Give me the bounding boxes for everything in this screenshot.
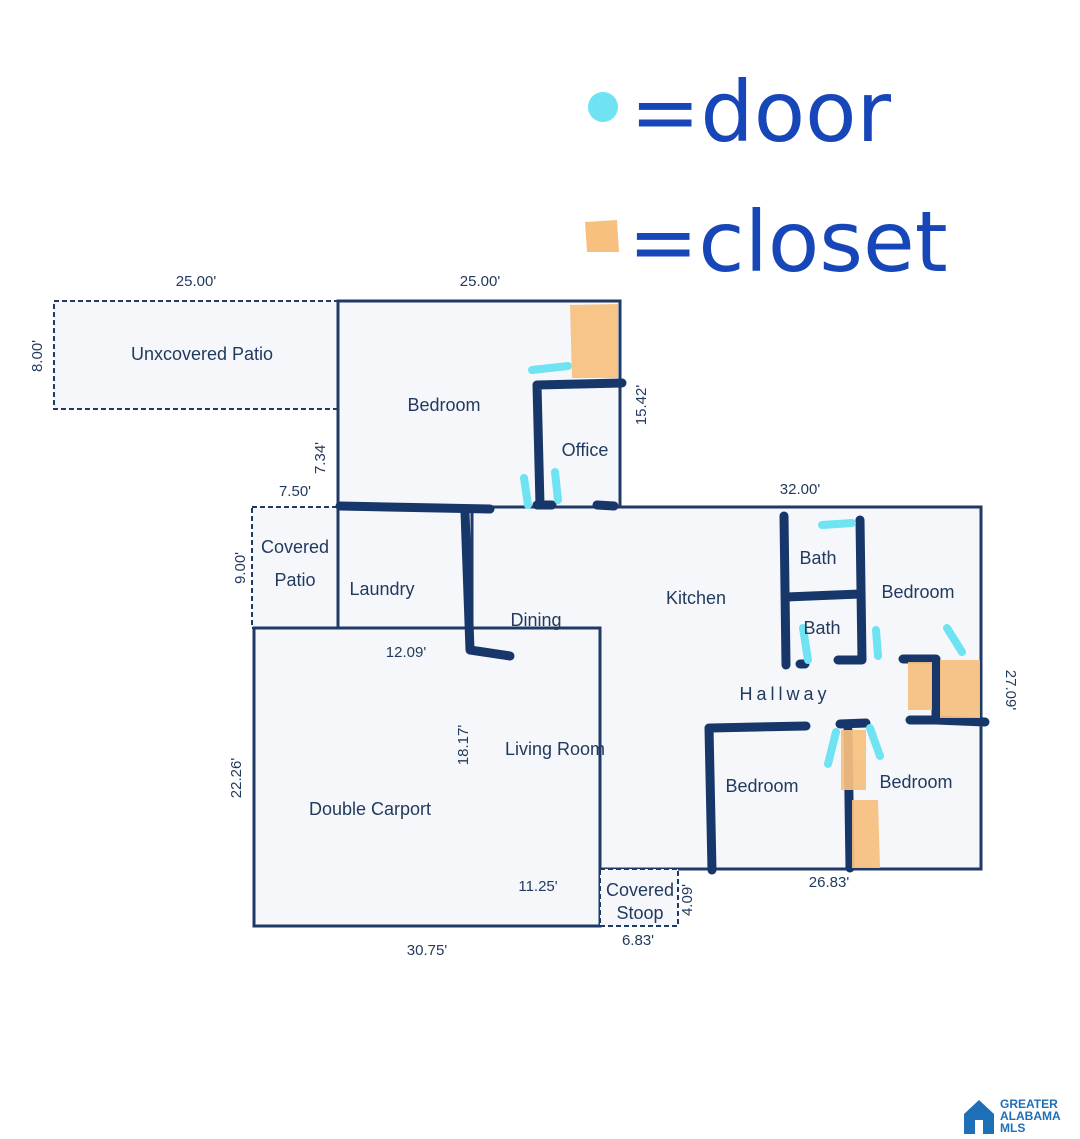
dim-carport-width: 30.75' xyxy=(407,942,448,959)
dim-bedroom-depth: 15.42' xyxy=(633,385,650,426)
door-icon xyxy=(943,624,966,656)
room-label-covered-patio-2: Patio xyxy=(274,570,315,590)
door-icon xyxy=(520,474,532,509)
room-label-bath-upper: Bath xyxy=(799,548,836,568)
dim-bedroom-width: 25.00' xyxy=(460,273,501,290)
door-icon xyxy=(799,624,812,664)
door-icon xyxy=(528,362,572,374)
closet-icon xyxy=(852,800,880,868)
closet-icon xyxy=(908,662,932,710)
dim-carport-depth: 22.26' xyxy=(228,758,245,799)
room-label-hallway: Hallway xyxy=(739,684,830,704)
dim-main-width: 32.00' xyxy=(780,481,821,498)
room-label-uncovered-patio: Unxcovered Patio xyxy=(131,344,273,364)
door-icon xyxy=(872,626,882,660)
door-icon xyxy=(551,468,562,504)
room-label-laundry: Laundry xyxy=(349,579,414,599)
laundry-area xyxy=(336,505,474,630)
room-label-covered-stoop-2: Stoop xyxy=(616,903,663,923)
carport-area xyxy=(252,626,602,928)
watermark-line-3: MLS xyxy=(1000,1121,1026,1135)
dim-stoop-width: 6.83' xyxy=(622,932,654,949)
dim-patio-width: 25.00' xyxy=(176,273,217,290)
closet-legend-icon xyxy=(585,220,619,252)
doors xyxy=(520,362,966,768)
room-label-living-room: Living Room xyxy=(505,739,605,759)
room-label-covered-stoop-1: Covered xyxy=(606,880,674,900)
room-label-double-carport: Double Carport xyxy=(309,799,431,819)
closets xyxy=(570,304,980,868)
house-logo-icon xyxy=(964,1100,994,1134)
watermark-line-1: GREATER xyxy=(1000,1097,1058,1111)
legend-closet-label: =closet xyxy=(628,193,948,291)
door-icon xyxy=(818,519,856,529)
dim-living-depth: 18.17' xyxy=(455,725,472,766)
room-label-dining: Dining xyxy=(510,610,561,630)
dim-right-depth: 27.09' xyxy=(1002,670,1019,711)
room-label-covered-patio-1: Covered xyxy=(261,537,329,557)
room-label-bedroom-right-upper: Bedroom xyxy=(881,582,954,602)
uncovered-patio-area xyxy=(53,300,339,410)
room-label-bedroom-middle-lower: Bedroom xyxy=(725,776,798,796)
door-legend-icon xyxy=(588,92,618,122)
dim-patio-depth: 8.00' xyxy=(29,340,46,372)
legend-door-label: =door xyxy=(630,63,892,161)
door-icon xyxy=(866,724,884,760)
covered-patio-area xyxy=(251,506,339,629)
mls-watermark: GREATER ALABAMA MLS xyxy=(962,1096,1061,1136)
room-label-bath-lower: Bath xyxy=(803,618,840,638)
dim-bedroom-side: 7.34' xyxy=(312,442,329,474)
room-label-bedroom-top: Bedroom xyxy=(407,395,480,415)
dim-covered-patio-depth: 9.00' xyxy=(232,552,249,584)
room-label-bedroom-right-lower: Bedroom xyxy=(879,772,952,792)
dim-carport-top: 12.09' xyxy=(386,644,427,661)
covered-stoop-area xyxy=(599,868,679,927)
closet-icon xyxy=(940,660,980,718)
closet-icon xyxy=(570,304,618,378)
interior-walls xyxy=(335,378,990,875)
door-icon xyxy=(824,728,840,768)
closet-icon xyxy=(841,730,866,790)
dim-stoop-depth: 4.09' xyxy=(679,884,696,916)
room-label-office: Office xyxy=(562,440,609,460)
dim-bottom-mid: 11.25' xyxy=(518,878,557,895)
dim-bottom-right: 26.83' xyxy=(809,874,850,891)
room-label-kitchen: Kitchen xyxy=(666,588,726,608)
watermark-line-2: ALABAMA xyxy=(1000,1109,1061,1123)
dim-covered-patio-width: 7.50' xyxy=(279,483,311,500)
